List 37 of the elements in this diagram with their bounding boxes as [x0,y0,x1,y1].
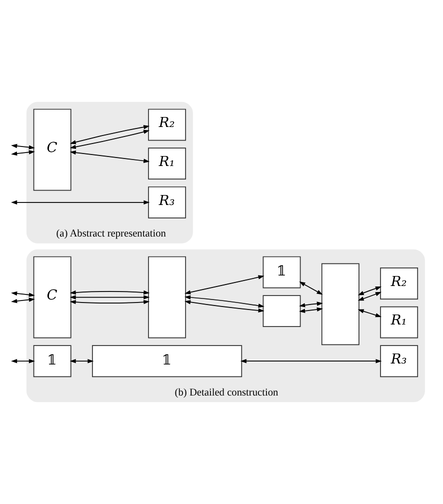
arrow [299,302,323,308]
arrow [70,125,150,144]
arrow [70,295,150,300]
arrow [184,275,264,294]
node-box: R₁ [380,306,418,338]
arrow [11,200,150,205]
arrow [240,359,382,364]
node-box: 𝟙 [92,345,242,378]
arrow [11,291,35,297]
node-box: C [33,108,72,191]
arrow [11,359,35,364]
node-box: R₃ [148,186,186,218]
arrow [299,307,323,314]
arrow [11,298,35,304]
arrow [11,150,35,156]
node-box: C [33,256,72,338]
arrow [70,359,94,364]
arrow [299,282,323,295]
arrow [70,290,150,295]
arrow [184,295,264,308]
arrow [70,300,150,304]
node-box [148,256,186,338]
arrow [358,286,382,296]
arrow [358,309,382,318]
node-box: 𝟙 [33,345,72,378]
arrow [184,300,264,313]
node-box [321,263,360,346]
node-box: R₃ [380,345,418,378]
node-box: R₂ [148,108,186,141]
node-box [262,295,301,328]
arrow [70,130,150,149]
arrow [358,292,382,301]
node-box: 𝟙 [262,256,301,288]
arrow [11,144,35,150]
node-box: R₂ [380,268,418,300]
arrow [70,150,150,163]
node-box: R₁ [148,148,186,180]
